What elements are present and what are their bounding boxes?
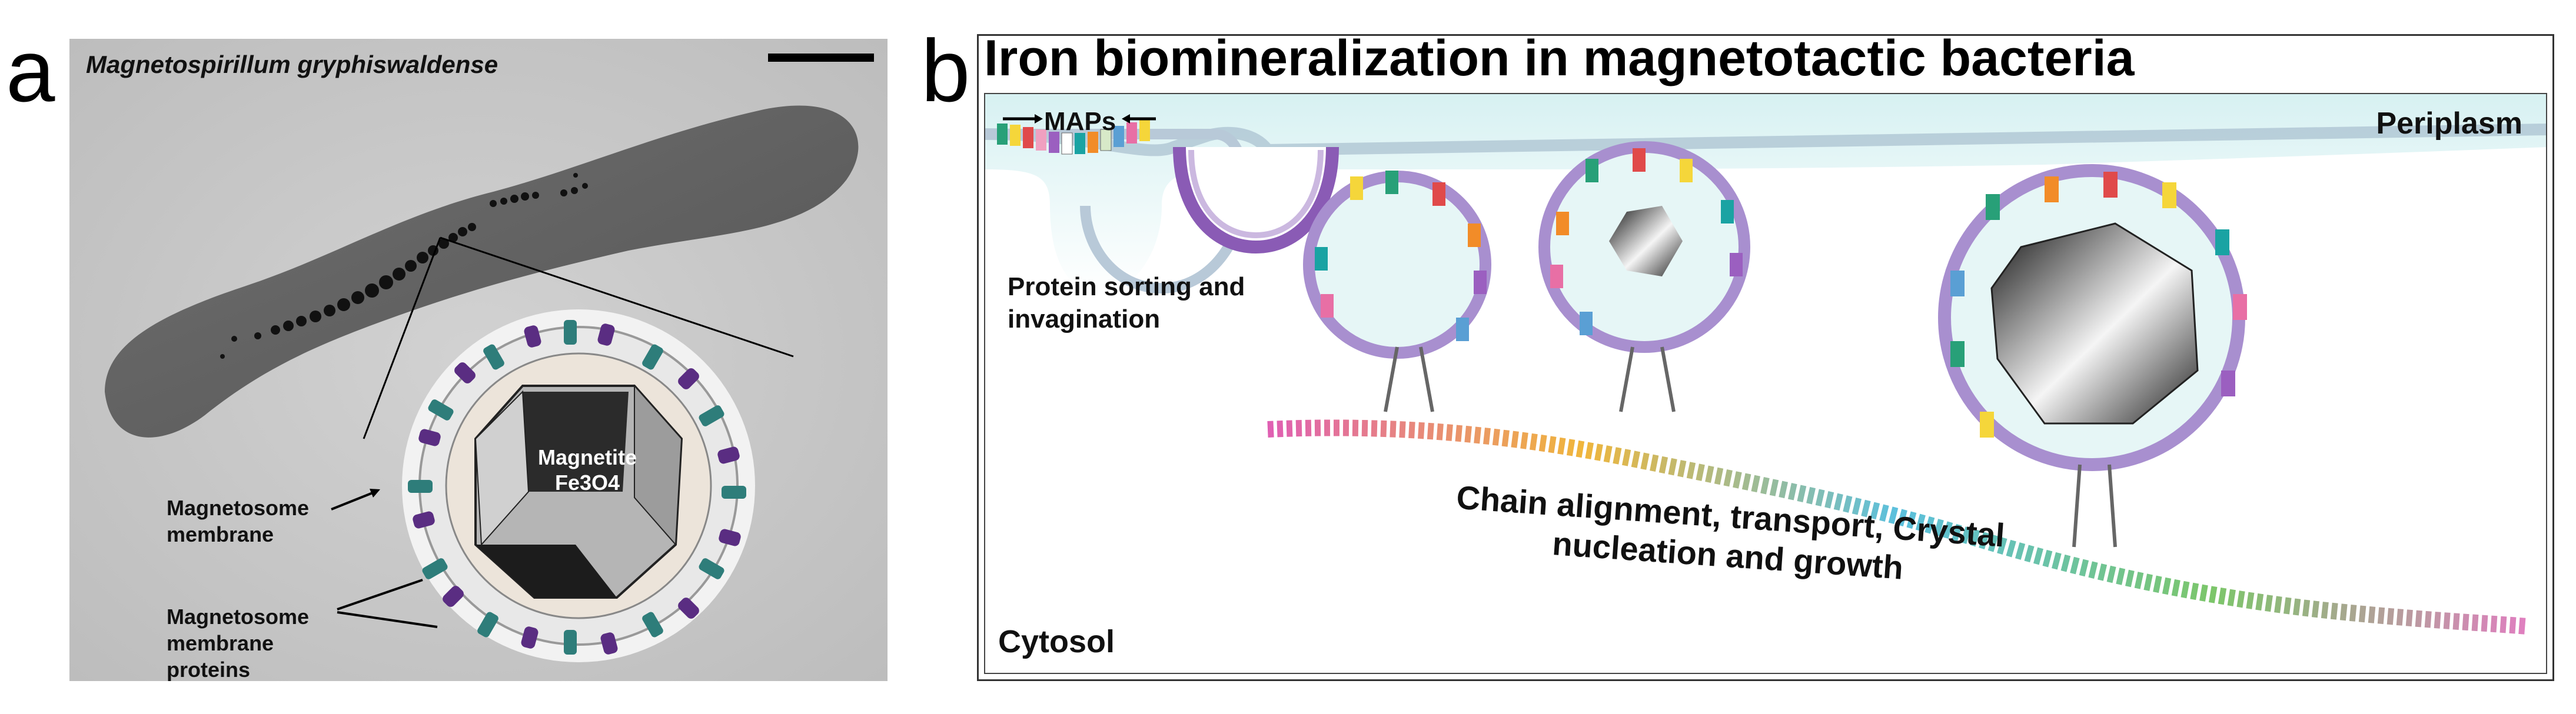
magnetite-label: Magnetite Fe3O4 xyxy=(529,445,646,495)
panel-a-letter: a xyxy=(6,21,55,120)
scale-bar-icon xyxy=(768,54,874,62)
panel-b-diagram: Periplasm MAPs Protein sorting and invag… xyxy=(984,93,2547,674)
magnetite-formula: Fe3O4 xyxy=(554,471,620,495)
periplasm-label: Periplasm xyxy=(2376,106,2522,141)
panel-a-micrograph: Magnetospirillum gryphiswaldense Magneto… xyxy=(69,39,888,681)
bacterium-cell xyxy=(105,105,859,438)
cytosol-label: Cytosol xyxy=(998,624,1115,659)
magnetite-crystal-icon xyxy=(474,384,683,599)
magnetite-name: Magnetite xyxy=(537,445,637,469)
magnetosome-inset xyxy=(402,309,755,662)
micrograph-drawing xyxy=(69,39,888,681)
species-label: Magnetospirillum gryphiswaldense xyxy=(86,51,498,78)
actin-like-filament xyxy=(1267,419,2528,635)
maps-proteins xyxy=(997,120,1150,155)
magnetosome-chain xyxy=(220,173,588,359)
panel-b-title: Iron biomineralization in magnetotactic … xyxy=(984,30,2135,86)
nucleating-crystal-icon xyxy=(1609,206,1683,276)
membrane-proteins-label: Magnetosome membrane proteins xyxy=(167,605,310,681)
membrane-label: Magnetosome membrane xyxy=(167,496,310,546)
maps-label: MAPs xyxy=(1044,107,1116,136)
vesicle-growth xyxy=(1938,164,2247,548)
biomineralization-drawing xyxy=(985,94,2546,635)
grown-crystal-icon xyxy=(1990,222,2199,425)
vesicle-nucleation xyxy=(1538,141,1750,412)
panel-b-letter: b xyxy=(921,21,970,120)
invagination-vesicle xyxy=(1173,146,1339,254)
vesicle-early xyxy=(1303,171,1491,412)
sorting-label: Protein sorting and invagination xyxy=(1008,272,1245,333)
